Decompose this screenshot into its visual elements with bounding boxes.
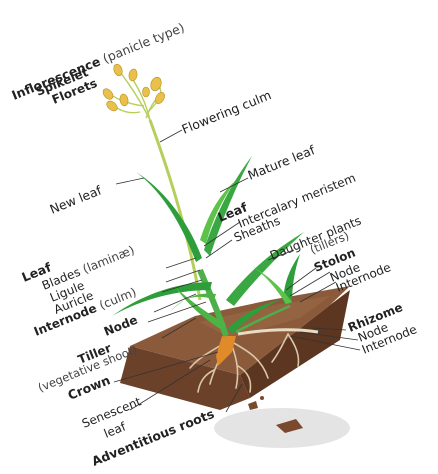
new-leaf (136, 172, 202, 262)
spikelet (143, 87, 150, 97)
soil-crumb (248, 401, 258, 410)
label-blades: Blades (laminæ) (40, 243, 137, 293)
spikelets (101, 63, 166, 113)
spikelet (119, 93, 129, 106)
label-node: Node (102, 313, 140, 339)
label-blades-note: (laminæ) (81, 243, 137, 276)
label-mature-leaf: Mature leaf (246, 142, 318, 183)
leader-flowering-culm (160, 130, 182, 142)
label-senescent-leaf-2: leaf (102, 419, 129, 441)
label-new-leaf: New leaf (48, 182, 105, 217)
label-inflorescence-note: (panicle type) (101, 20, 187, 66)
spikelet (101, 87, 115, 101)
label-flowering-culm: Flowering culm (180, 87, 274, 137)
spikelet (128, 68, 138, 81)
leader-new-leaf (116, 178, 144, 184)
panicle-branch (114, 106, 140, 113)
label-internode-culm-note: (culm) (97, 285, 138, 312)
spikelet (105, 99, 119, 113)
soil-crumb (260, 396, 264, 400)
